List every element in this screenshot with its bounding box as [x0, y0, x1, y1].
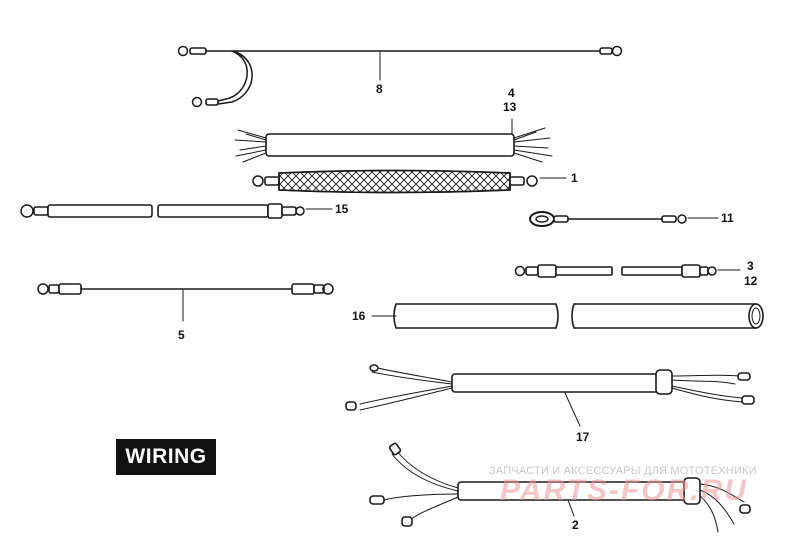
part-3-12-cable: [514, 264, 741, 278]
part-8-ground-wire: [177, 45, 623, 108]
watermark-text: ЗАПЧАСТИ И АКСЕССУАРЫ ДЛЯ МОТОТЕХНИКИ: [489, 465, 757, 477]
callout-15: 15: [335, 202, 349, 216]
wiring-title-badge: WIRING: [116, 439, 216, 475]
callout-5: 5: [178, 328, 185, 342]
part-5-lead: [37, 283, 334, 322]
callout-17: 17: [576, 430, 590, 444]
callout-13: 13: [503, 100, 517, 114]
callout-12: 12: [744, 274, 758, 288]
part-16-conduit: [371, 303, 764, 329]
callout-3: 3: [747, 259, 754, 273]
callout-16: 16: [352, 309, 366, 323]
part-15-cable: [20, 203, 333, 219]
part-2-harness: [369, 442, 751, 533]
part-17-harness: [345, 364, 755, 427]
callout-11: 11: [721, 211, 734, 225]
part-11-lead: [529, 211, 719, 227]
callout-1: 1: [571, 171, 578, 185]
callout-4: 4: [508, 86, 515, 100]
callout-8: 8: [376, 82, 383, 96]
part-4-13-sleeve: [234, 118, 553, 163]
callout-2: 2: [572, 518, 579, 532]
watermark-logo: PARTS-FOR.RU: [500, 474, 748, 507]
part-1-braided-strap: [252, 169, 567, 194]
